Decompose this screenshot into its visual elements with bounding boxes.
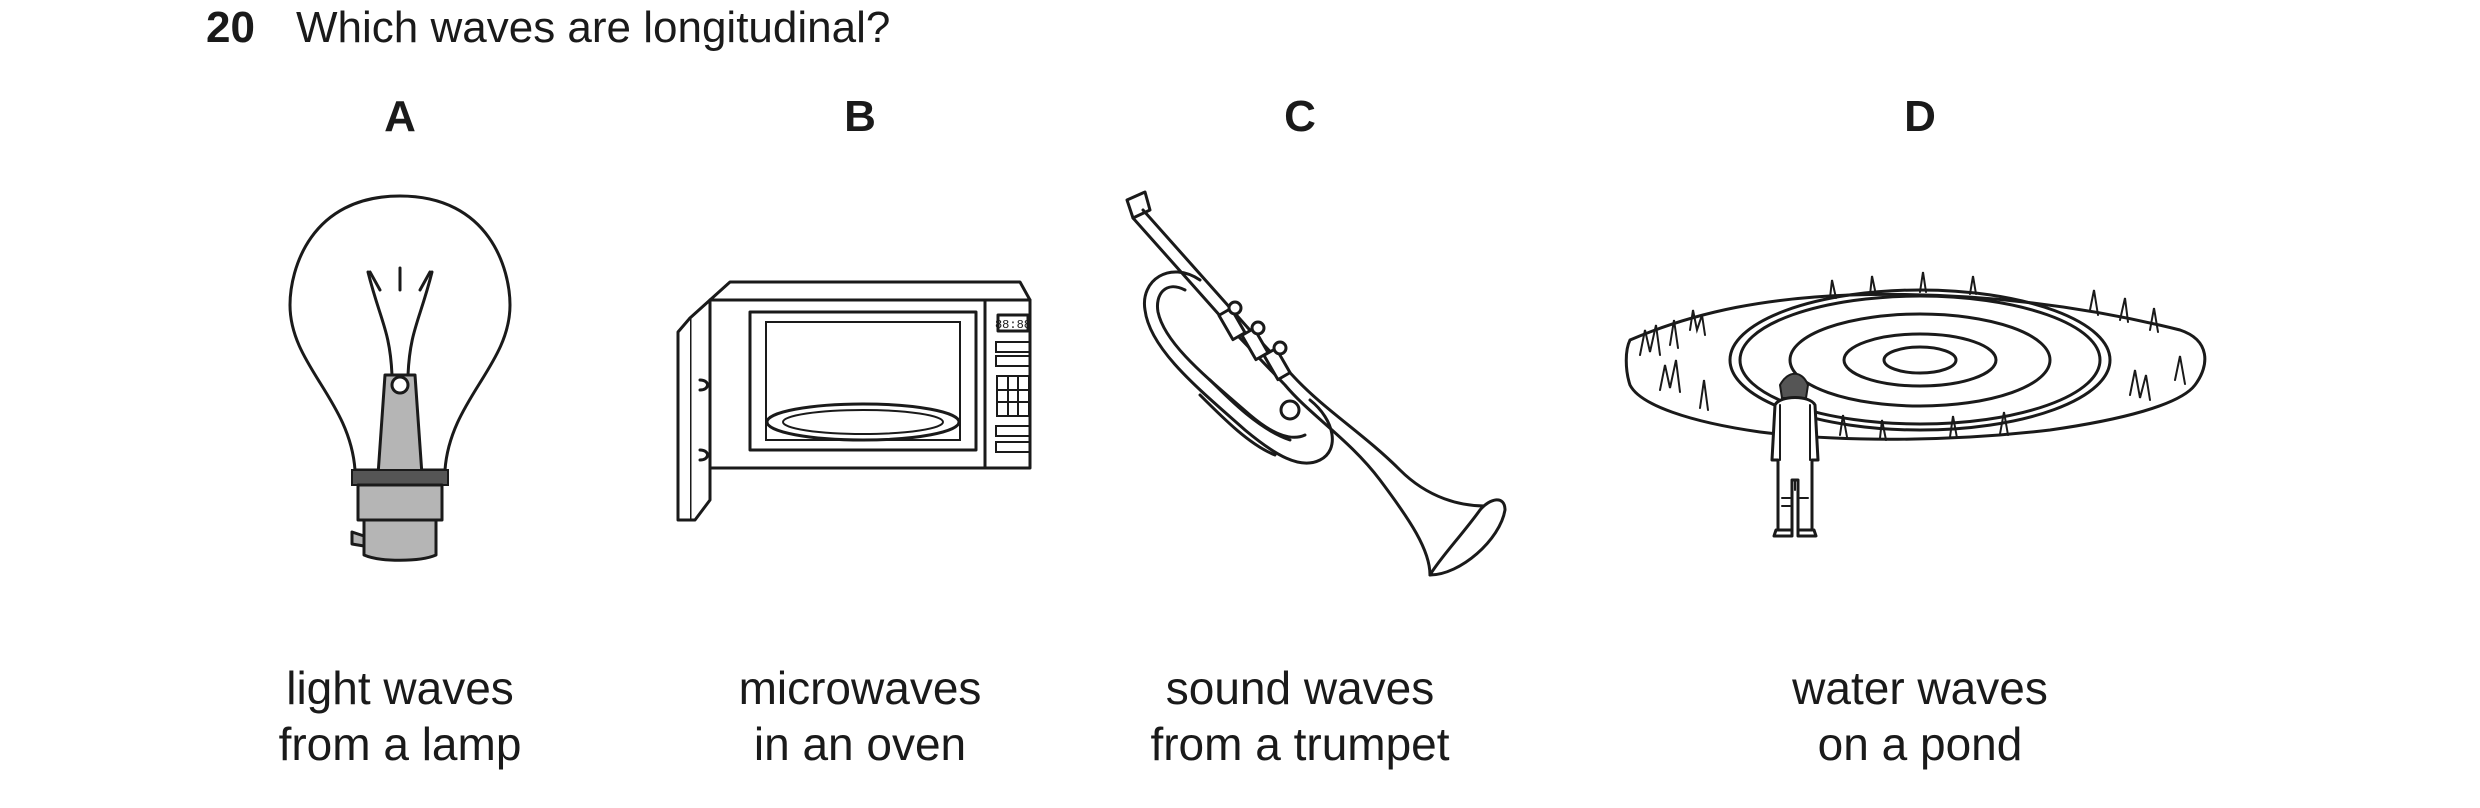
option-letter: A xyxy=(384,92,416,141)
option-b[interactable]: B 88:88 microwaves in an oven xyxy=(560,0,1160,808)
microwave-oven-icon: 88:88 xyxy=(676,280,1032,522)
option-letter: D xyxy=(1904,92,1936,141)
option-letter: C xyxy=(1284,92,1316,141)
question-number: 20 xyxy=(206,3,255,52)
trumpet-icon xyxy=(1125,190,1507,577)
question-text: Which waves are longitudinal? xyxy=(296,3,891,52)
option-caption: sound waves from a trumpet xyxy=(1150,662,1450,770)
pond-ripples-icon xyxy=(1624,271,2207,538)
option-caption: light waves from a lamp xyxy=(278,662,522,770)
option-caption: water waves on a pond xyxy=(1792,662,2048,770)
oven-display-text: 88:88 xyxy=(995,318,1031,332)
light-bulb-icon xyxy=(288,194,512,562)
option-d[interactable]: D water waves on a pond xyxy=(1620,0,2220,808)
option-caption: microwaves in an oven xyxy=(738,662,982,770)
question-header: 20 Which waves are longitudinal? xyxy=(206,0,890,56)
option-a[interactable]: A light waves from a lamp xyxy=(100,0,700,808)
option-c[interactable]: C sound waves from a trumpet xyxy=(1000,0,1600,808)
option-letter: B xyxy=(844,92,876,141)
